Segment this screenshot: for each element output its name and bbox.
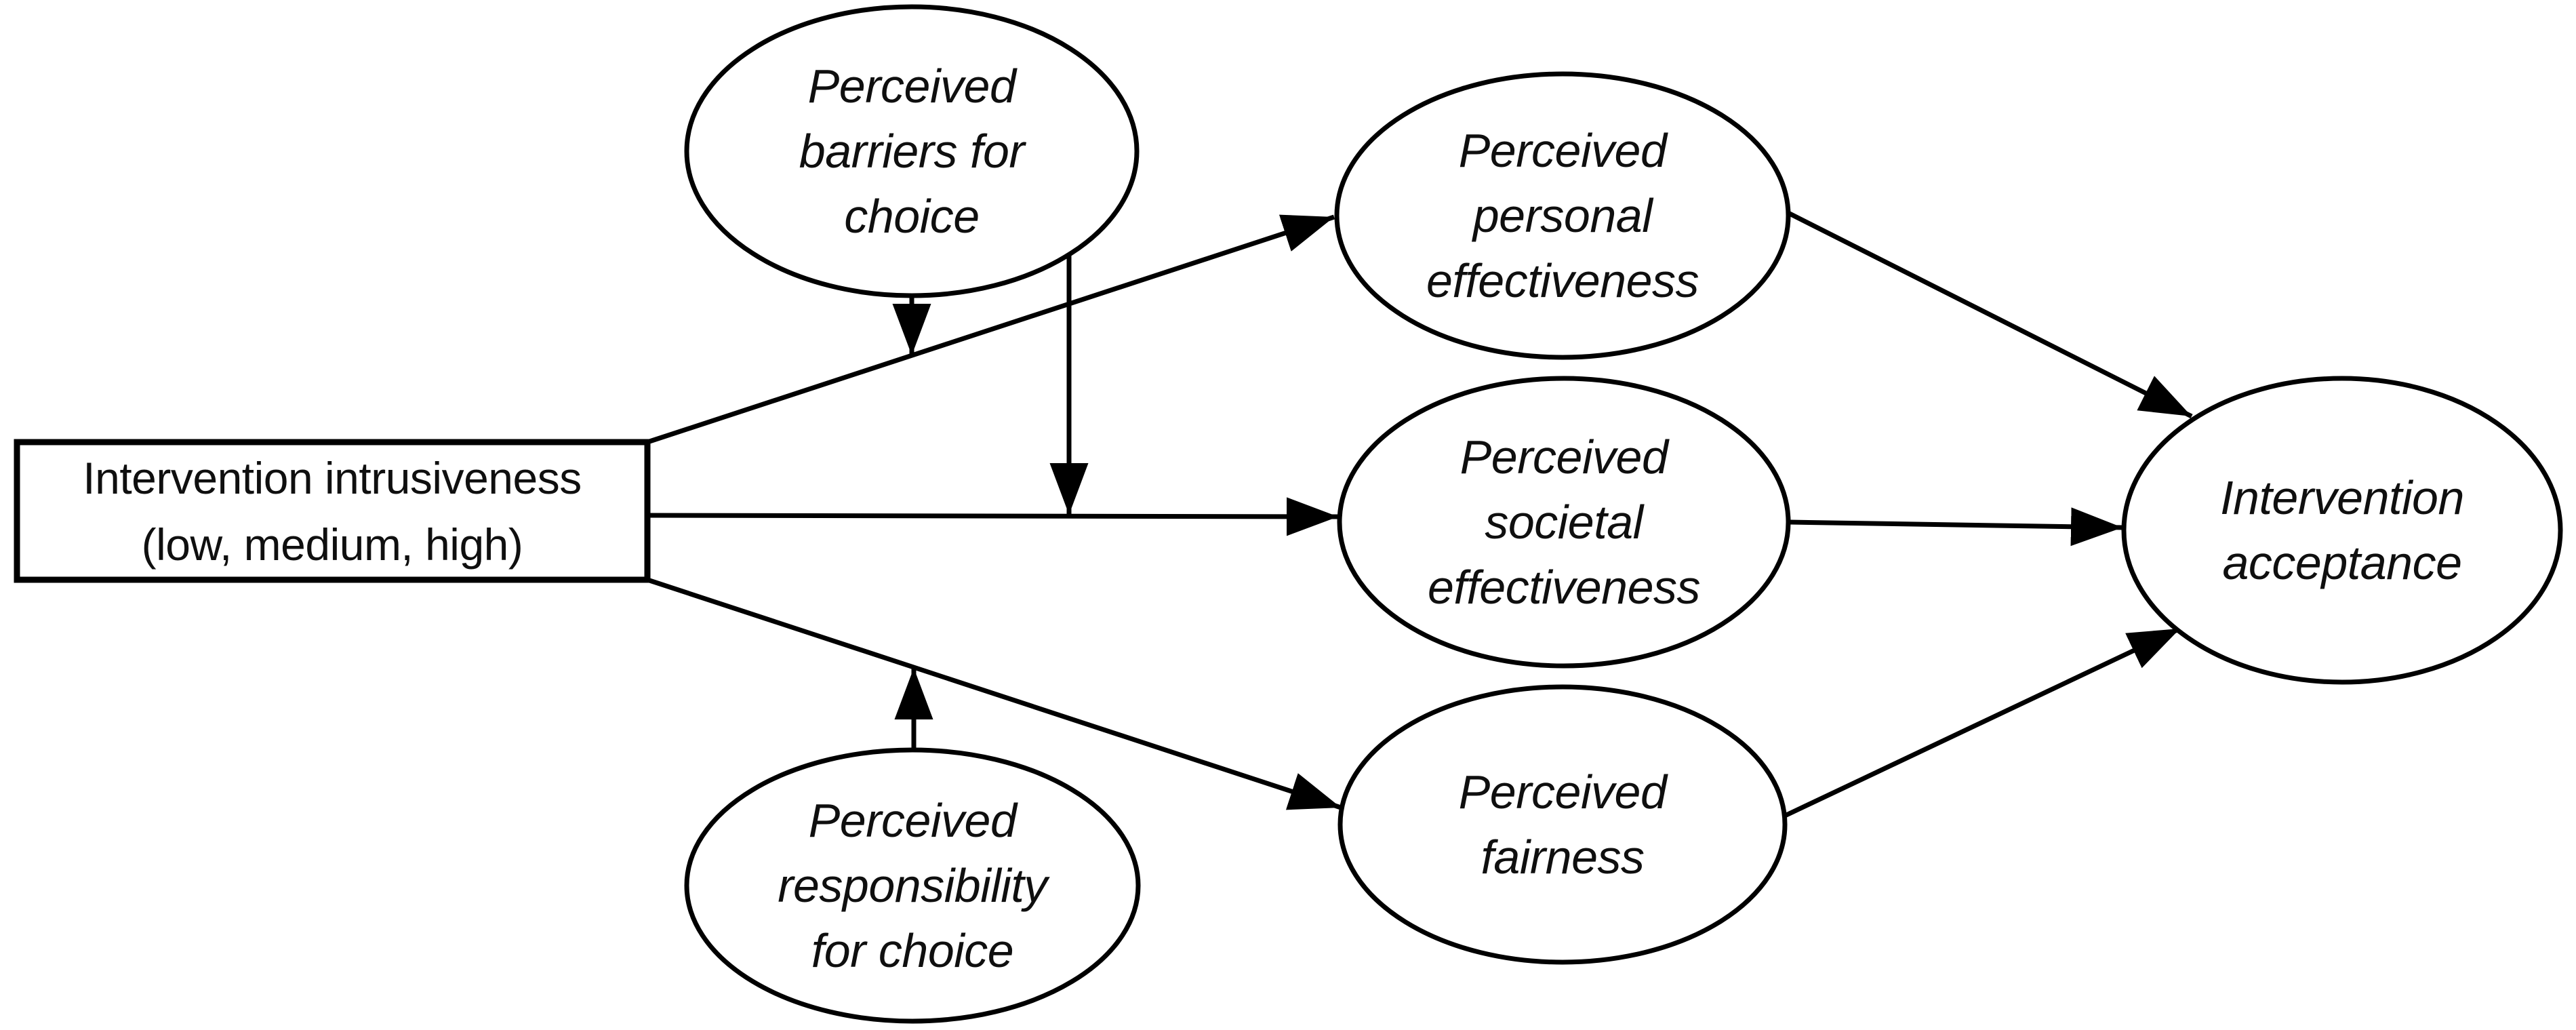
node-intrusiveness-shape	[14, 439, 651, 583]
node-personal-shape	[1334, 71, 1791, 360]
edge-intrusiveness-to-personal	[646, 214, 1335, 445]
edge-fairness-to-acceptance	[1784, 626, 2181, 818]
edge-personal-to-acceptance	[1782, 207, 2193, 419]
node-responsibility-shape	[684, 747, 1141, 1024]
node-barriers-shape	[684, 4, 1140, 298]
edge-intrusiveness-to-societal	[647, 497, 1339, 536]
node-fairness-shape	[1337, 684, 1788, 965]
node-societal-shape	[1337, 376, 1791, 669]
edge-societal-to-acceptance	[1789, 507, 2123, 547]
node-acceptance-shape	[2121, 376, 2563, 685]
edge-intrusiveness-to-fairness	[646, 577, 1342, 810]
